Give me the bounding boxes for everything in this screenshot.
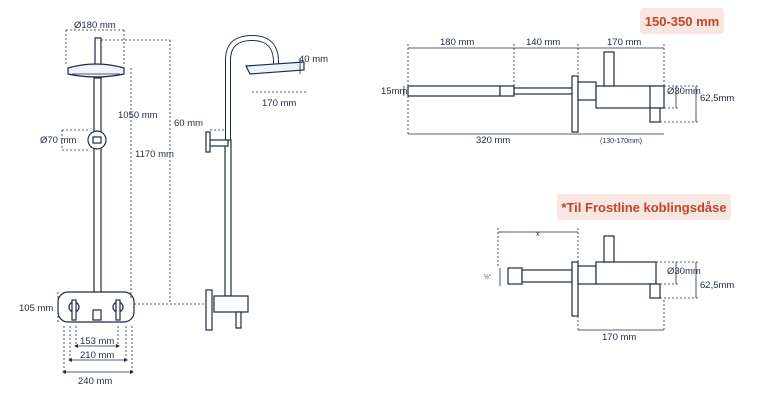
head-diameter-label: Ø180 mm — [74, 20, 116, 31]
top-dim-range-label: (130-170mm) — [600, 138, 642, 145]
top-dim-c-label: 170 mm — [607, 37, 641, 48]
bottom-right-diagram — [497, 228, 700, 331]
height-total-label: 1170 mm — [135, 149, 174, 160]
side-shower-head — [245, 61, 305, 75]
bottom-dim-length-label: 170 mm — [602, 332, 636, 343]
head-reach-label: 170 mm — [262, 98, 296, 109]
top-extension-pipe — [407, 85, 501, 97]
bottom-dim-thread-label: ½" — [484, 274, 491, 281]
bracket-diameter-label: Ø70 mm — [40, 135, 77, 146]
height-head-label: 1050 mm — [118, 110, 158, 121]
side-view-shower — [205, 34, 308, 331]
top-dim-height-label: 62,5mm — [700, 93, 734, 104]
top-dim-a-label: 180 mm — [440, 37, 474, 48]
bottom-dim-x-label: x — [536, 231, 540, 238]
outer-width-label: 240 mm — [78, 376, 112, 387]
side-riser-pipe — [224, 139, 232, 297]
mid-width-label: 210 mm — [80, 350, 114, 361]
frostline-note-badge: *Til Frostline koblingsdåse — [557, 194, 731, 220]
front-view-shower — [57, 29, 210, 374]
side-gooseneck — [225, 34, 279, 140]
top-dim-b-label: 140 mm — [526, 37, 560, 48]
front-riser-pipe — [93, 77, 102, 295]
range-badge: 150-350 mm — [640, 8, 724, 34]
front-mixer-body — [57, 291, 135, 323]
front-shower-head — [67, 63, 125, 78]
bottom-dim-height-label: 62,5mm — [700, 280, 734, 291]
head-thickness-label: 40 mm — [299, 54, 328, 65]
top-dim-diam-label: Ø30mm — [667, 86, 701, 97]
base-height-label: 105 mm — [19, 303, 53, 314]
wall-offset-label: 60 mm — [174, 118, 203, 129]
inner-width-label: 153 mm — [80, 336, 114, 347]
bottom-dim-diam-label: Ø30mm — [667, 266, 701, 277]
side-mixer-body — [213, 295, 249, 313]
top-right-diagram — [403, 44, 700, 135]
top-dim-total-label: 320 mm — [476, 135, 510, 146]
bottom-extension-pipe — [521, 269, 573, 283]
top-dim-left-label: 15mm — [381, 86, 407, 97]
